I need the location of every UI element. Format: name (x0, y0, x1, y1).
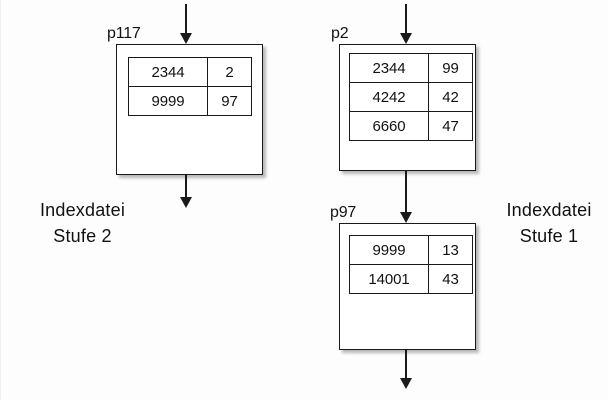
arrow-shaft (185, 4, 187, 34)
node-block-p117: 2344 2 9999 97 (116, 44, 263, 175)
arrow-head-icon (180, 33, 192, 44)
table-row: 4242 42 (349, 82, 473, 112)
arrow-head-icon (400, 33, 412, 44)
caption-level-1: Indexdatei Stufe 1 (495, 197, 603, 249)
caption-line-2: Stufe 2 (53, 226, 112, 247)
caption-line-1: Indexdatei (39, 200, 126, 220)
arrow-shaft (405, 4, 407, 34)
arrow-out-of-p97 (400, 350, 412, 389)
node-label-p97: p97 (330, 204, 357, 221)
caption-line-2: Stufe 1 (519, 226, 579, 247)
arrow-head-icon (400, 378, 412, 389)
cell-key: 4242 (349, 82, 429, 112)
cell-key: 2344 (128, 57, 208, 87)
table-row: 2344 2 (128, 57, 252, 87)
arrow-shaft (405, 350, 407, 379)
table-row: 2344 99 (349, 53, 473, 83)
arrow-out-of-p117 (180, 175, 192, 208)
caption-level-2: Indexdatei Stufe 2 (26, 197, 139, 249)
arrow-into-p117 (180, 4, 192, 44)
cell-key: 9999 (128, 86, 208, 116)
arrow-p2-to-p97 (400, 171, 412, 223)
arrow-shaft (185, 175, 187, 198)
cell-key: 9999 (349, 235, 429, 265)
table-row: 9999 97 (128, 86, 252, 116)
kv-table-p2: 2344 99 4242 42 6660 47 (349, 53, 473, 141)
cell-key: 14001 (349, 264, 429, 294)
cell-pointer: 47 (428, 111, 473, 141)
cell-pointer: 42 (428, 82, 473, 112)
table-row: 14001 43 (349, 264, 473, 294)
cell-pointer: 97 (207, 86, 252, 116)
table-row: 9999 13 (349, 235, 473, 265)
table-row: 6660 47 (349, 111, 473, 141)
arrow-head-icon (180, 197, 192, 208)
arrow-shaft (405, 171, 407, 213)
node-label-p2: p2 (331, 25, 349, 42)
kv-table-p97: 9999 13 14001 43 (349, 235, 473, 294)
node-block-p97: 9999 13 14001 43 (339, 223, 476, 350)
cell-key: 6660 (349, 111, 429, 141)
arrow-head-icon (400, 212, 412, 223)
cell-pointer: 2 (207, 57, 252, 87)
node-label-p117: p117 (107, 25, 141, 42)
cell-pointer: 43 (428, 264, 473, 294)
cell-pointer: 99 (428, 53, 473, 83)
cell-key: 2344 (349, 53, 429, 83)
kv-table-p117: 2344 2 9999 97 (128, 57, 252, 116)
arrow-into-p2 (400, 4, 412, 44)
node-block-p2: 2344 99 4242 42 6660 47 (339, 44, 476, 171)
caption-line-1: Indexdatei (506, 200, 592, 220)
cell-pointer: 13 (428, 235, 473, 265)
